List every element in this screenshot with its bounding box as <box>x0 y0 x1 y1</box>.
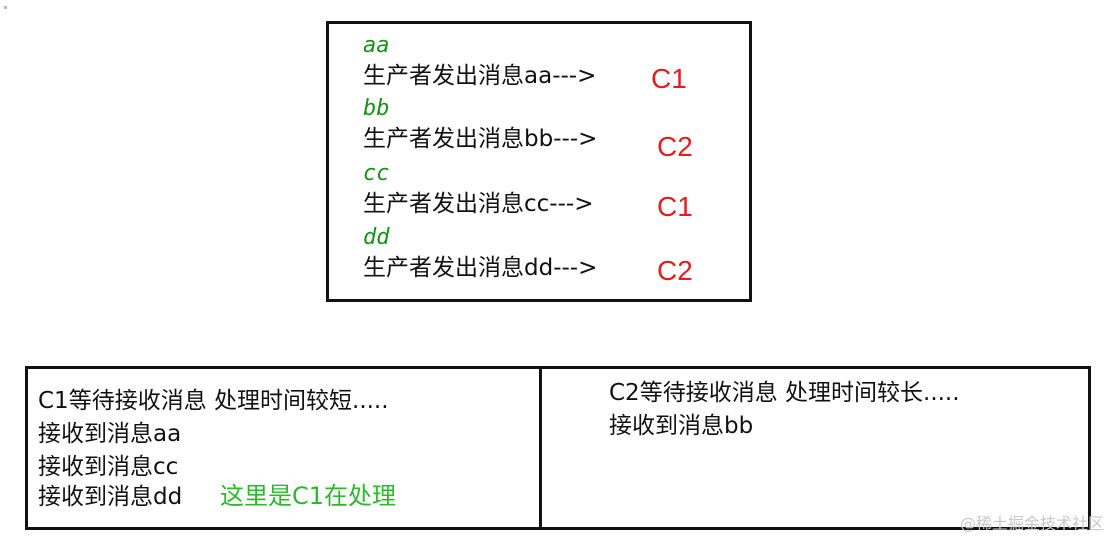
consumer-tag-c2: C2 <box>657 131 693 162</box>
message-label-bb: bb <box>363 96 390 121</box>
c1-received-cc: 接收到消息cc <box>38 454 179 480</box>
c1-received-dd: 接收到消息dd <box>38 484 183 510</box>
c1-received-aa: 接收到消息aa <box>38 421 182 447</box>
c2-received-bb: 接收到消息bb <box>609 413 754 439</box>
watermark: @稀土掘金技术社区 <box>959 514 1104 533</box>
corner-mark <box>4 6 7 9</box>
c1-processing-note: 这里是C1在处理 <box>220 482 397 510</box>
consumer-tag-c1: C1 <box>651 63 687 94</box>
producer-box: aa 生产者发出消息aa---> C1 bb 生产者发出消息bb---> C2 … <box>326 21 752 302</box>
message-label-cc: cc <box>363 161 390 186</box>
message-line-cc: 生产者发出消息cc---> <box>363 191 594 217</box>
consumer-c2-box: C2等待接收消息 处理时间较长..... 接收到消息bb <box>539 366 1091 530</box>
consumer-tag-c1-second: C1 <box>657 191 693 222</box>
message-label-dd: dd <box>363 225 390 250</box>
message-label-aa: aa <box>363 33 390 58</box>
c1-header: C1等待接收消息 处理时间较短..... <box>38 388 389 414</box>
message-line-dd: 生产者发出消息dd---> <box>363 255 598 281</box>
consumer-c1-box: C1等待接收消息 处理时间较短..... 接收到消息aa 接收到消息cc 接收到… <box>25 366 542 530</box>
message-line-aa: 生产者发出消息aa---> <box>363 63 597 89</box>
consumer-tag-c2-second: C2 <box>657 255 693 286</box>
c2-header: C2等待接收消息 处理时间较长..... <box>609 380 960 406</box>
message-line-bb: 生产者发出消息bb---> <box>363 126 598 152</box>
